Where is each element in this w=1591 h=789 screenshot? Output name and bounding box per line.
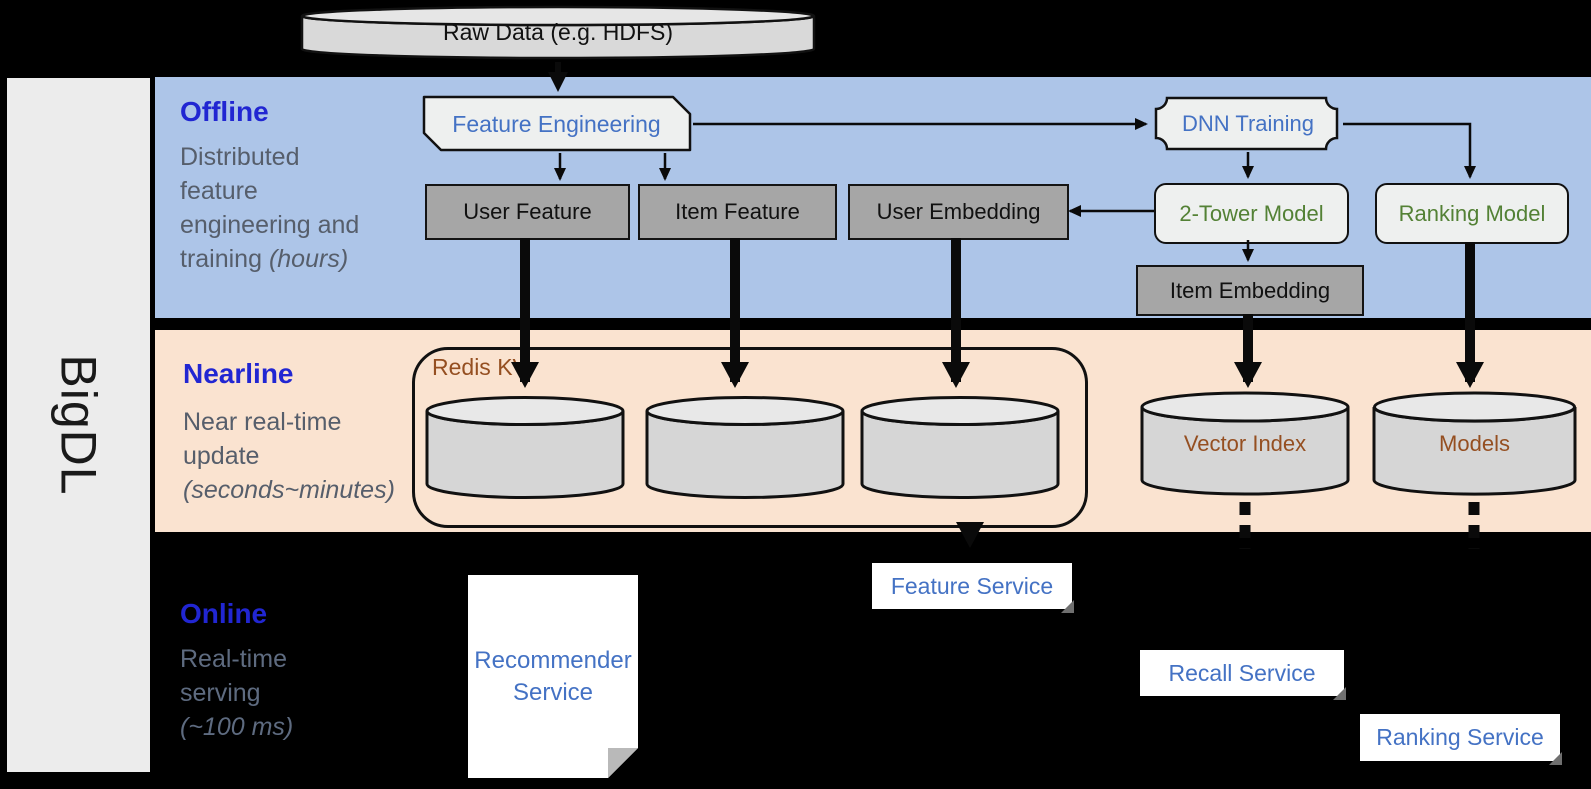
dnn-training-label: DNN Training	[1181, 110, 1315, 136]
user-feature-label: User Feature	[463, 199, 592, 224]
online-desc-line3: (~100 ms)	[180, 713, 294, 741]
vector-index-store: Vector Index	[1140, 390, 1350, 497]
ranking-service-label: Ranking Service	[1376, 724, 1544, 750]
redis-cylinder-3	[860, 395, 1060, 500]
cylinder-shape	[1140, 391, 1350, 496]
offline-section-desc: Distributed feature engineering and trai…	[180, 140, 359, 276]
offline-section-label: Offline	[180, 96, 269, 127]
ranking-model-node: Ranking Model	[1375, 183, 1569, 244]
recall-service-node: Recall Service	[1140, 650, 1346, 700]
plaque-shape	[1154, 96, 1339, 151]
redis-cylinder-1	[425, 395, 625, 500]
offline-desc-line4: training (hours)	[180, 245, 349, 273]
ranking-service-node: Ranking Service	[1360, 714, 1562, 765]
item-embedding-node: Item Embedding	[1136, 265, 1364, 316]
dnn-training-node: DNN Training	[1153, 95, 1343, 152]
offline-desc-line3: engineering and	[180, 211, 360, 239]
cylinder-shape	[1372, 391, 1577, 496]
user-feature-node: User Feature	[425, 184, 630, 240]
page-curl-icon	[1061, 600, 1074, 613]
two-tower-model-label: 2-Tower Model	[1179, 200, 1324, 226]
recommender-service-label: Recommender Service	[474, 646, 632, 706]
vector-index-label: Vector Index	[1183, 430, 1307, 456]
feature-service-label: Feature Service	[890, 572, 1054, 599]
snip-rect-shape	[422, 95, 692, 152]
two-tower-model-node: 2-Tower Model	[1154, 183, 1349, 244]
online-desc-line1: Real-time	[180, 645, 287, 673]
page-curl-icon	[1333, 687, 1346, 700]
redis-cylinder-2	[645, 395, 845, 500]
online-desc-line2: serving	[180, 679, 261, 707]
bigdl-sidebar: BigDL	[7, 78, 150, 772]
document-shape: Recommender Service	[468, 575, 638, 778]
raw-data-label: Raw Data (e.g. HDFS)	[442, 19, 674, 45]
redis-kv-label: Redis KV	[432, 354, 528, 380]
raw-data-store: Raw Data (e.g. HDFS)	[300, 5, 816, 62]
recall-service-label: Recall Service	[1168, 659, 1316, 686]
nearline-section-desc: Near real-time update (seconds~minutes)	[183, 405, 395, 507]
item-embedding-label: Item Embedding	[1169, 277, 1331, 303]
ranking-model-label: Ranking Model	[1398, 200, 1546, 226]
feature-engineering-node: Feature Engineering	[420, 95, 693, 153]
models-store: Models	[1372, 390, 1577, 497]
models-label: Models	[1439, 430, 1510, 456]
nearline-desc-line2: update	[183, 442, 260, 470]
item-feature-node: Item Feature	[638, 184, 837, 240]
feature-service-node: Feature Service	[872, 563, 1074, 613]
page-fold-icon	[608, 748, 638, 778]
bigdl-logo: BigDL	[50, 354, 107, 496]
online-section-desc: Real-time serving (~100 ms)	[180, 642, 293, 744]
offline-desc-line2: feature	[180, 177, 258, 205]
cylinder-shape	[300, 5, 816, 60]
cylinder-shape	[425, 396, 625, 499]
offline-desc-line1: Distributed	[180, 143, 300, 171]
user-embedding-node: User Embedding	[848, 184, 1069, 240]
user-embedding-label: User Embedding	[876, 199, 1041, 224]
item-feature-label: Item Feature	[675, 199, 800, 224]
nearline-desc-line1: Near real-time	[183, 408, 342, 436]
online-section-label: Online	[180, 598, 268, 629]
recommender-service-node: Recommender Service	[468, 575, 638, 778]
feature-engineering-label: Feature Engineering	[452, 110, 661, 137]
redis-kv-container	[412, 347, 1088, 528]
page-curl-icon	[1549, 752, 1562, 765]
nearline-desc-line3: (seconds~minutes)	[183, 476, 395, 504]
cylinder-shape	[645, 396, 845, 499]
nearline-section-label: Nearline	[183, 358, 294, 389]
cylinder-shape	[860, 396, 1060, 499]
